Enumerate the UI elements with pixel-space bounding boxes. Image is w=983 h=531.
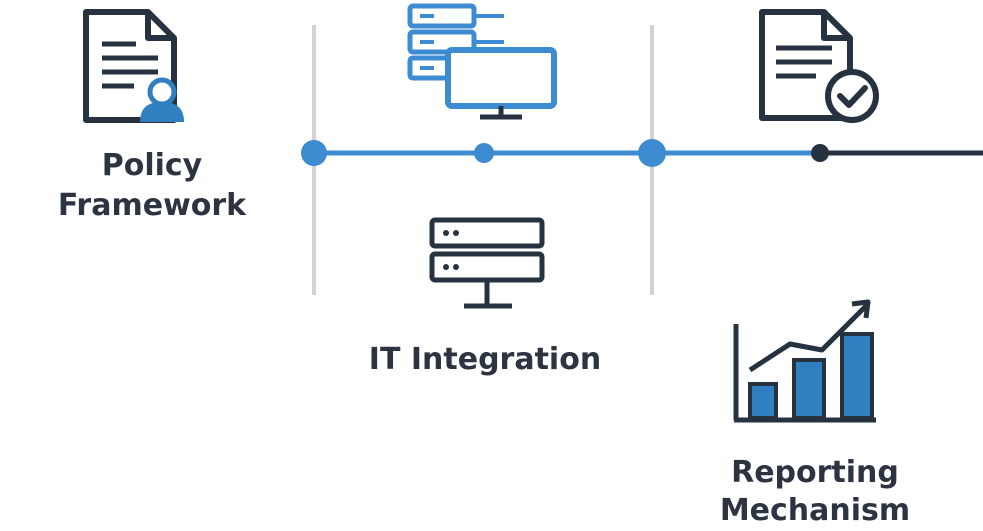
timeline-node-4 [811, 144, 829, 162]
server-monitor-icon [407, 3, 557, 120]
document-user-icon [83, 9, 184, 123]
server-stack-icon [429, 217, 545, 309]
timeline-node-2 [474, 143, 494, 163]
step-label-line: Mechanism [719, 493, 911, 528]
step-label-line: Policy [101, 148, 203, 183]
step-label-line: Framework [57, 188, 247, 223]
bar-chart-growth-icon [733, 299, 876, 423]
step-label-line: Reporting [731, 455, 899, 490]
step-label-it-integration: IT Integration [330, 340, 640, 380]
step-label-line: IT Integration [368, 342, 602, 377]
timeline-node-3 [638, 139, 666, 167]
document-check-icon [759, 9, 879, 123]
timeline-node-1 [301, 140, 327, 166]
step-label-policy-framework: Policy Framework [32, 146, 272, 226]
step-label-reporting-mechanism: Reporting Mechanism [680, 454, 950, 530]
